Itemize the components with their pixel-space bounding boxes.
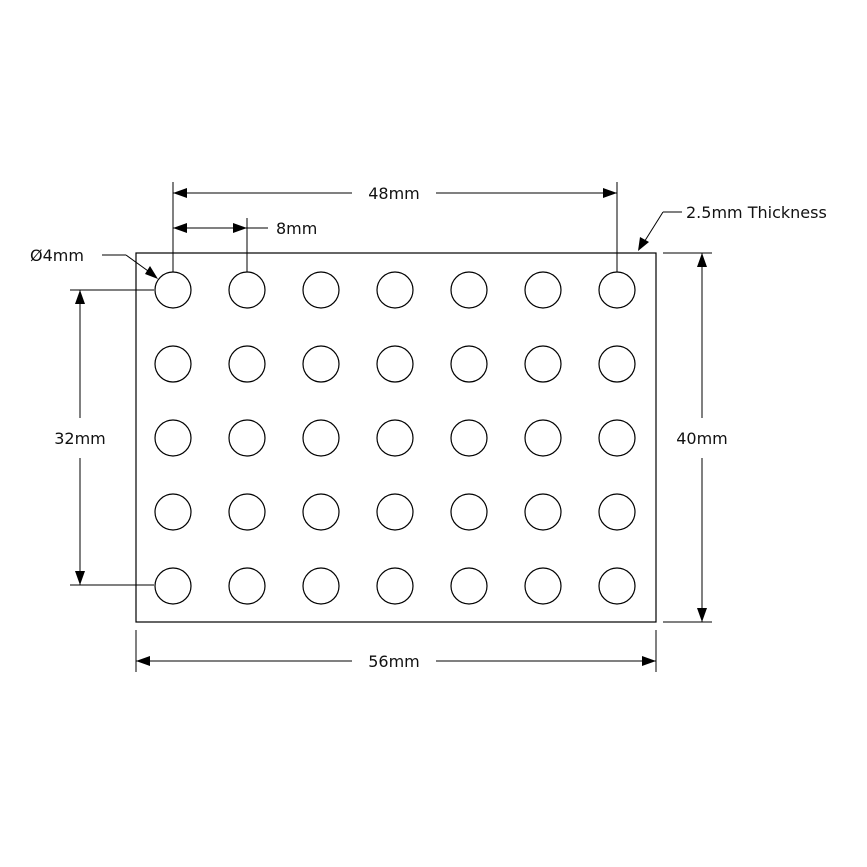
hole [524,493,562,531]
hole [450,271,488,309]
dim-thickness-label: 2.5mm Thickness [686,203,827,222]
hole [376,345,414,383]
hole [376,493,414,531]
hole [228,271,266,309]
hole [598,493,636,531]
dim-plate-width: 56mm [135,630,657,672]
hole-grid [154,271,636,605]
dim-hole-span: 48mm [172,182,618,272]
dim-thickness: 2.5mm Thickness [638,203,827,251]
hole [450,493,488,531]
dim-row-span-label: 32mm [54,429,106,448]
hole [154,567,192,605]
hole [228,419,266,457]
hole [154,271,192,309]
hole [302,493,340,531]
hole [524,271,562,309]
dim-hole-pitch: 8mm [173,218,317,272]
dim-hole-span-label: 48mm [368,184,420,203]
hole [228,345,266,383]
hole [450,567,488,605]
hole [376,271,414,309]
hole [302,345,340,383]
dim-hole-pitch-label: 8mm [276,219,317,238]
hole [376,419,414,457]
hole [302,271,340,309]
hole [154,419,192,457]
hole [450,419,488,457]
hole [302,567,340,605]
hole [524,419,562,457]
hole [598,419,636,457]
hole [376,567,414,605]
dim-plate-height-label: 40mm [676,429,728,448]
plate-outline [135,252,657,623]
hole [598,345,636,383]
hole [598,271,636,309]
dim-plate-height: 40mm [663,252,728,623]
hole [302,419,340,457]
dim-hole-diameter: Ø4mm [30,246,158,279]
hole [598,567,636,605]
hole [154,493,192,531]
hole [450,345,488,383]
hole [154,345,192,383]
hole [524,345,562,383]
dim-plate-width-label: 56mm [368,652,420,671]
hole [228,493,266,531]
hole [228,567,266,605]
dim-row-span: 32mm [54,289,154,586]
hole [524,567,562,605]
dim-hole-diameter-label: Ø4mm [30,246,84,265]
